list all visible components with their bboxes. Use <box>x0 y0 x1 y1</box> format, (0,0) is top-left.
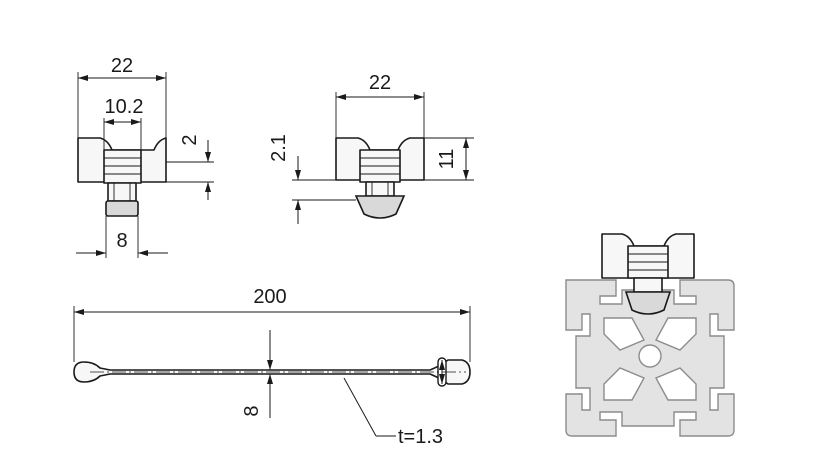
clamp-side-view: 22 2.1 11 <box>268 72 474 224</box>
assembly-clamp-shank <box>633 277 663 293</box>
dim-bar-thickness: t=1.3 <box>398 426 443 448</box>
clamp-center-block <box>103 149 142 184</box>
assembly-clamp-nut <box>624 291 672 315</box>
profile-cavity <box>655 367 697 401</box>
clamp-side-nut <box>354 195 406 219</box>
dim-bar-width: 8 <box>241 405 263 416</box>
profile-center-hole <box>638 344 662 368</box>
dim-top-left-side: 2 <box>179 134 201 145</box>
dim-top-mid-width: 22 <box>369 72 391 94</box>
dim-top-mid-left-height: 2.1 <box>268 134 290 162</box>
dim-top-left-inner-width: 10.2 <box>105 96 144 118</box>
profile-cavity <box>603 317 645 351</box>
clamp-front-view: 22 10.2 2 8 <box>76 55 214 258</box>
dim-top-left-base: 8 <box>116 230 127 252</box>
wrench-bar: 200 8 t=1.3 <box>73 286 471 448</box>
dim-bar-length: 200 <box>253 286 286 308</box>
clamp-shank <box>107 182 137 202</box>
clamp-nut <box>105 200 139 217</box>
clamp-side-shank <box>365 181 395 197</box>
dim-top-mid-right-height: 11 <box>436 149 458 170</box>
profile-cavity <box>655 317 697 351</box>
dim-top-left-width: 22 <box>111 55 133 77</box>
profile-assembly <box>565 233 735 437</box>
profile-cavity <box>603 367 645 401</box>
